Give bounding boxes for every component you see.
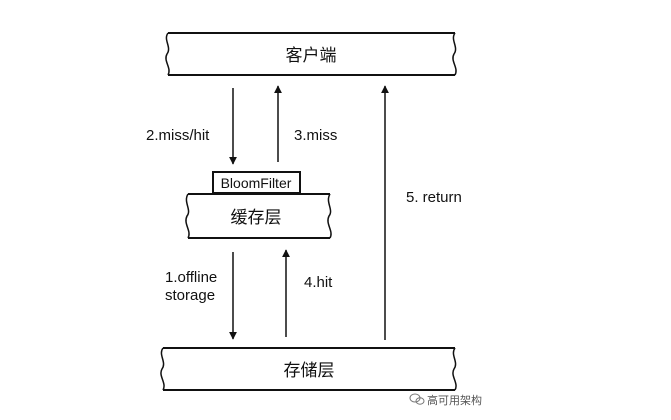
label-offline-storage-line2: storage xyxy=(165,287,215,304)
bloomfilter-label: BloomFilter xyxy=(221,175,292,191)
wechat-icon xyxy=(409,393,425,405)
storage-layer-box: 存储层 xyxy=(160,347,457,391)
watermark-text: 高可用架构 xyxy=(427,393,482,407)
client-layer-box: 客户端 xyxy=(165,32,457,76)
cache-layer-label: 缓存层 xyxy=(231,208,282,228)
cache-layer-box: 缓存层 xyxy=(185,193,332,239)
client-layer-label: 客户端 xyxy=(286,46,337,66)
watermark: 高可用架构 xyxy=(409,393,482,407)
label-hit: 4.hit xyxy=(304,274,333,291)
label-offline-storage-line1: 1.offline xyxy=(165,269,217,286)
label-miss-hit: 2.miss/hit xyxy=(146,127,210,144)
storage-layer-label: 存储层 xyxy=(284,361,335,381)
label-return: 5. return xyxy=(406,189,462,206)
label-miss: 3.miss xyxy=(294,127,337,144)
bloomfilter-box: BloomFilter xyxy=(212,171,301,194)
